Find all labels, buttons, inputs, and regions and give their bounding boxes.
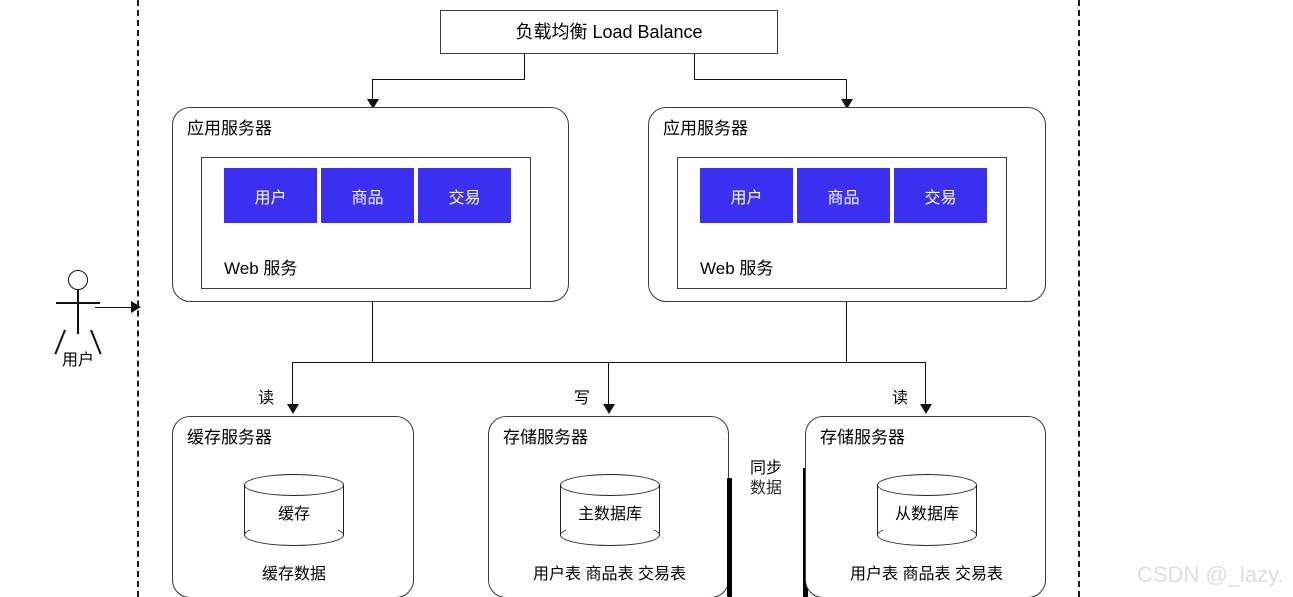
- edge-read-slave-arrowhead: [920, 404, 932, 414]
- edge-label-read-slave: 读: [892, 390, 909, 407]
- app-server-1[interactable]: 应用服务器 用户 商品 交易 Web 服务: [172, 107, 569, 302]
- master-db-label: 主数据库: [577, 505, 642, 523]
- sync-bar-left: [727, 478, 732, 597]
- edge-label-write-master: 写: [574, 390, 591, 407]
- lb-branch-left-drop: [524, 54, 525, 80]
- actor-arms: [56, 302, 100, 304]
- storage-server-master[interactable]: 存储服务器 主数据库 用户表 商品表 交易表: [488, 416, 729, 597]
- system-boundary-right: [1078, 0, 1080, 597]
- service-chip-product-2[interactable]: 商品: [797, 168, 890, 223]
- watermark: CSDN @_lazy.: [1137, 562, 1284, 587]
- service-chip-transaction-2[interactable]: 交易: [894, 168, 987, 223]
- edge-write-master-arrowhead: [603, 404, 615, 414]
- system-boundary-left: [137, 0, 139, 597]
- service-chip-user-2[interactable]: 用户: [700, 168, 793, 223]
- app-server-2-title: 应用服务器: [663, 119, 748, 138]
- edge-label-read-cache: 读: [258, 390, 275, 407]
- app2-drop-line: [846, 302, 847, 363]
- app1-drop-line: [372, 302, 373, 363]
- app-server-2-web-container: 用户 商品 交易 Web 服务: [677, 157, 1007, 289]
- sync-label-line2: 数据: [749, 480, 782, 497]
- lb-branch-right-span: [694, 79, 847, 80]
- storage-server-slave[interactable]: 存储服务器 从数据库 用户表 商品表 交易表: [805, 416, 1046, 597]
- actor-arrow-head: [131, 301, 141, 313]
- actor-arrow-line: [95, 307, 133, 308]
- service-chip-product-1[interactable]: 商品: [321, 168, 414, 223]
- slave-cylinder-top: [877, 474, 977, 496]
- cache-cylinder-top: [244, 474, 344, 496]
- storage-slave-title: 存储服务器: [820, 428, 905, 447]
- lb-branch-left-arrowhead: [367, 99, 379, 109]
- service-chip-transaction-1[interactable]: 交易: [418, 168, 511, 223]
- app-server-1-web-container: 用户 商品 交易 Web 服务: [201, 157, 531, 289]
- actor-torso: [77, 290, 79, 334]
- data-tier-bus: [292, 362, 926, 363]
- master-cylinder-bottom: [560, 524, 660, 546]
- lb-branch-right-arrowhead: [841, 99, 853, 109]
- cache-cylinder-bottom: [244, 524, 344, 546]
- storage-master-title: 存储服务器: [503, 428, 588, 447]
- cache-store-cylinder: 缓存: [244, 474, 344, 546]
- cache-store-label: 缓存: [277, 505, 310, 523]
- edge-read-cache-line: [292, 362, 293, 405]
- lb-branch-right-drop: [694, 54, 695, 80]
- cache-server-title: 缓存服务器: [187, 428, 272, 447]
- load-balancer-label: 负载均衡 Load Balance: [515, 22, 703, 42]
- slave-cylinder-bottom: [877, 524, 977, 546]
- storage-master-caption: 用户表 商品表 交易表: [533, 566, 686, 583]
- actor-head-icon: [68, 270, 88, 290]
- service-chip-user-1[interactable]: 用户: [224, 168, 317, 223]
- edge-read-slave-line: [925, 362, 926, 405]
- lb-branch-left-span: [372, 79, 525, 80]
- master-cylinder-top: [560, 474, 660, 496]
- lb-branch-left-down: [372, 79, 373, 107]
- sync-label-line1: 同步: [749, 460, 782, 477]
- load-balancer-box[interactable]: 负载均衡 Load Balance: [440, 10, 778, 54]
- actor-label: 用户: [61, 352, 94, 369]
- app-server-1-title: 应用服务器: [187, 119, 272, 138]
- slave-db-label: 从数据库: [894, 505, 959, 523]
- cache-server-caption: 缓存数据: [261, 566, 326, 583]
- app-server-2-web-label: Web 服务: [700, 259, 774, 278]
- edge-write-master-line: [608, 362, 609, 405]
- slave-db-cylinder: 从数据库: [877, 474, 977, 546]
- edge-read-cache-arrowhead: [287, 404, 299, 414]
- actor-user: 用户: [40, 262, 150, 372]
- master-db-cylinder: 主数据库: [560, 474, 660, 546]
- app-server-2[interactable]: 应用服务器 用户 商品 交易 Web 服务: [648, 107, 1046, 302]
- storage-slave-caption: 用户表 商品表 交易表: [850, 566, 1003, 583]
- cache-server[interactable]: 缓存服务器 缓存 缓存数据: [172, 416, 414, 597]
- lb-branch-right-down: [846, 79, 847, 107]
- app-server-1-web-label: Web 服务: [224, 259, 298, 278]
